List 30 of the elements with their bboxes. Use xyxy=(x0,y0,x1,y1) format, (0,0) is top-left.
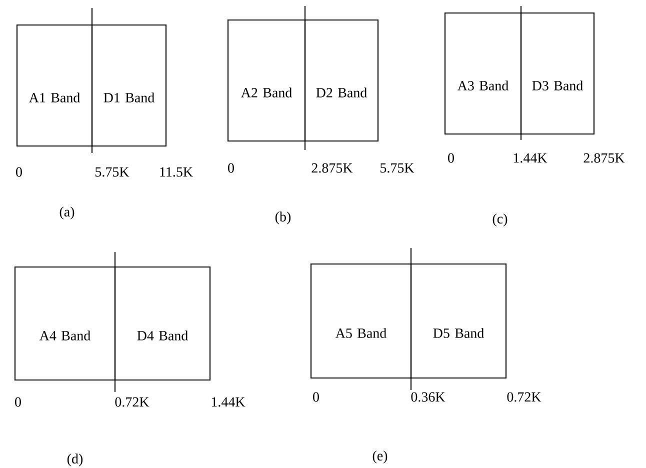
axis-value: 0.72K xyxy=(507,392,542,402)
band-box: D1 Band xyxy=(91,24,167,147)
band-box: A4 Band xyxy=(14,266,116,381)
panel-label: (c) xyxy=(492,214,508,226)
panel-label: (a) xyxy=(60,206,74,220)
axis-value: 5.75K xyxy=(380,163,414,173)
band-box: D4 Band xyxy=(114,266,211,381)
panel-label: (b) xyxy=(275,212,291,224)
axis-value: 0 xyxy=(228,163,234,173)
axis-value: 0.72K xyxy=(115,397,150,407)
band-box: D3 Band xyxy=(520,12,595,135)
axis-value: 0 xyxy=(15,397,21,407)
axis-value: 11.5K xyxy=(160,167,193,177)
band-box: A3 Band xyxy=(444,12,522,135)
axis-value: 1.44K xyxy=(514,153,548,163)
panel-label: (d) xyxy=(67,454,83,466)
band-box: A1 Band xyxy=(16,24,93,147)
axis-value: 0 xyxy=(448,153,454,163)
band-box: A5 Band xyxy=(310,263,412,379)
band-box: D2 Band xyxy=(304,19,379,142)
axis-value: 0 xyxy=(16,167,22,177)
axis-value: 0.36K xyxy=(411,392,446,402)
axis-value: 5.75K xyxy=(96,167,130,177)
band-box: A2 Band xyxy=(227,19,306,142)
panel-label: (e) xyxy=(372,450,388,464)
band-box: D5 Band xyxy=(410,263,507,379)
axis-value: 2.875K xyxy=(312,163,353,173)
axis-value: 0 xyxy=(313,392,319,402)
axis-value: 2.875K xyxy=(584,153,625,163)
axis-value: 1.44K xyxy=(212,397,246,407)
